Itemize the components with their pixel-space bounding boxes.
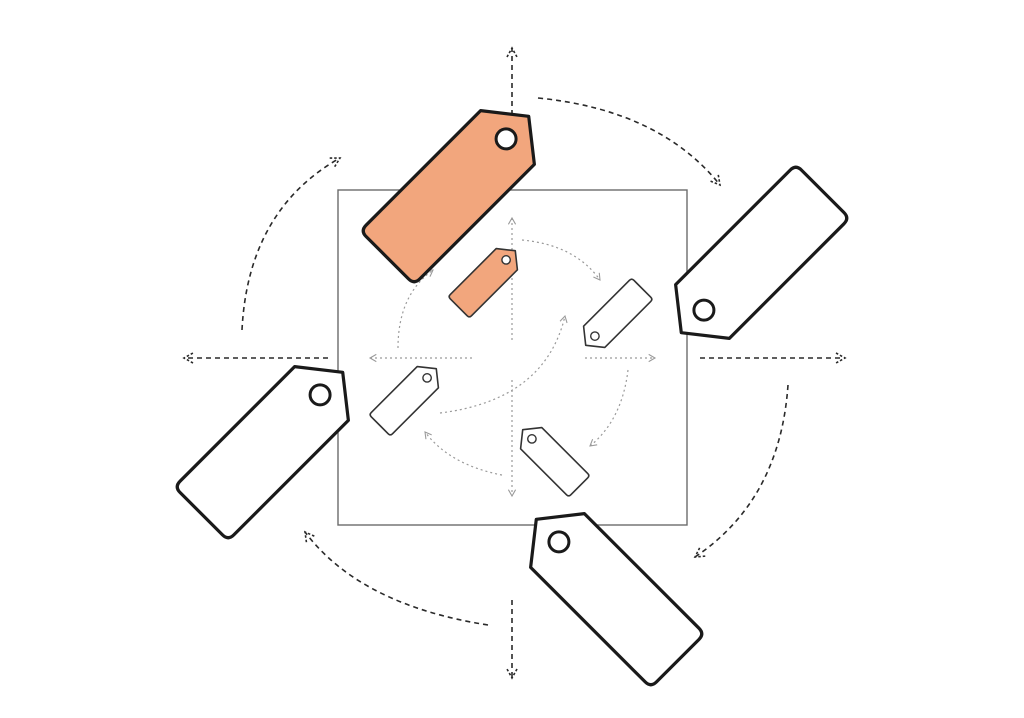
price-tag-icon bbox=[674, 165, 849, 340]
price-tag-icon bbox=[529, 512, 704, 687]
inner-curved-arrow-icon bbox=[424, 431, 503, 476]
curved-arrow-icon bbox=[241, 158, 340, 331]
price-tag-icon bbox=[448, 247, 519, 318]
price-tag-icon bbox=[361, 109, 536, 284]
inner-curved-arrow-icon bbox=[397, 269, 434, 349]
inner-direction-arrows bbox=[368, 216, 657, 498]
outer-rotation-arrows bbox=[241, 97, 789, 626]
central-frame bbox=[337, 189, 688, 526]
inner-curved-arrow-icon bbox=[521, 239, 601, 281]
price-tag-icon bbox=[519, 426, 590, 497]
curved-arrow-icon bbox=[537, 97, 720, 185]
price-tag-icon bbox=[582, 278, 653, 349]
inner-curved-arrow-icon bbox=[589, 369, 629, 447]
curved-arrow-icon bbox=[695, 384, 789, 557]
price-tag-icon bbox=[369, 365, 440, 436]
outer-direction-arrows bbox=[184, 48, 845, 678]
curved-arrow-icon bbox=[305, 532, 489, 626]
inner-curved-arrow-icon bbox=[439, 314, 568, 414]
inner-rotation-arrows bbox=[397, 239, 629, 476]
price-tag-icon bbox=[175, 365, 350, 540]
